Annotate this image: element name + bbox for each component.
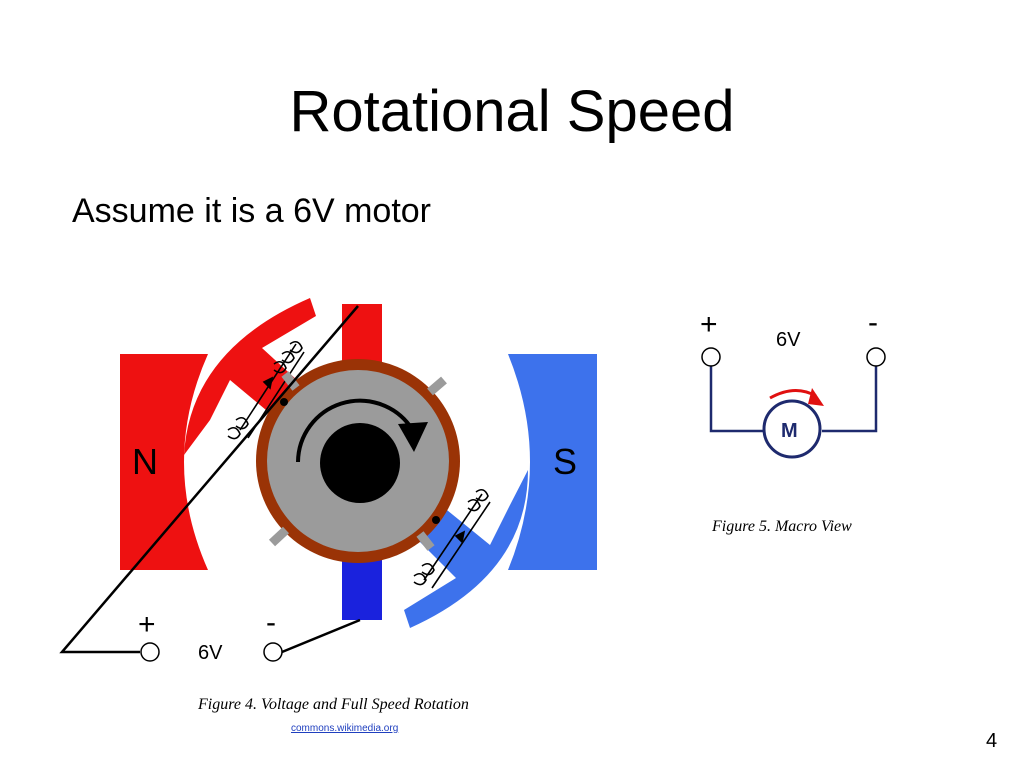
macro-wires — [709, 366, 878, 433]
macro-motor-label: M — [781, 420, 798, 442]
brush-contact-bottom — [432, 516, 440, 524]
terminal-positive — [140, 642, 160, 662]
motor-wires — [59, 305, 361, 654]
page-number: 4 — [986, 730, 998, 752]
rotation-arrow — [296, 398, 412, 463]
macro-voltage-label: 6V — [776, 329, 801, 351]
slide-title: Rotational Speed — [289, 79, 735, 144]
macro-terminal-positive — [701, 347, 721, 367]
minus-label: - — [266, 606, 276, 639]
bullet-text: Assume it is a 6V motor — [72, 192, 432, 230]
macro-plus-label: + — [700, 308, 718, 341]
motor-shaft — [320, 423, 400, 503]
south-label: S — [553, 441, 577, 482]
macro-terminal-negative — [866, 347, 886, 367]
macro-diagram: M + - 6V — [700, 306, 886, 459]
armature-pole-red — [184, 298, 316, 455]
coil-blue — [413, 488, 491, 589]
terminal-negative — [263, 642, 283, 662]
commutator-gaps — [268, 371, 447, 551]
brush-contact-top — [280, 398, 288, 406]
motor-diagram: N S + - 6V — [59, 298, 597, 664]
armature-pole-blue — [404, 470, 528, 628]
north-magnet — [120, 354, 208, 570]
rotation-arrowhead — [398, 422, 428, 452]
plus-label: + — [138, 608, 156, 641]
macro-motor-symbol — [762, 399, 822, 459]
source-link[interactable]: commons.wikimedia.org — [291, 723, 399, 734]
voltage-label: 6V — [198, 642, 223, 664]
macro-rotation-arrowhead — [808, 388, 824, 406]
macro-minus-label: - — [868, 306, 878, 339]
north-label: N — [132, 441, 158, 482]
figure5-caption: Figure 5. Macro View — [712, 518, 852, 535]
south-magnet — [508, 354, 597, 570]
macro-rotation-arrow — [769, 389, 817, 400]
figure4-caption: Figure 4. Voltage and Full Speed Rotatio… — [198, 696, 469, 713]
